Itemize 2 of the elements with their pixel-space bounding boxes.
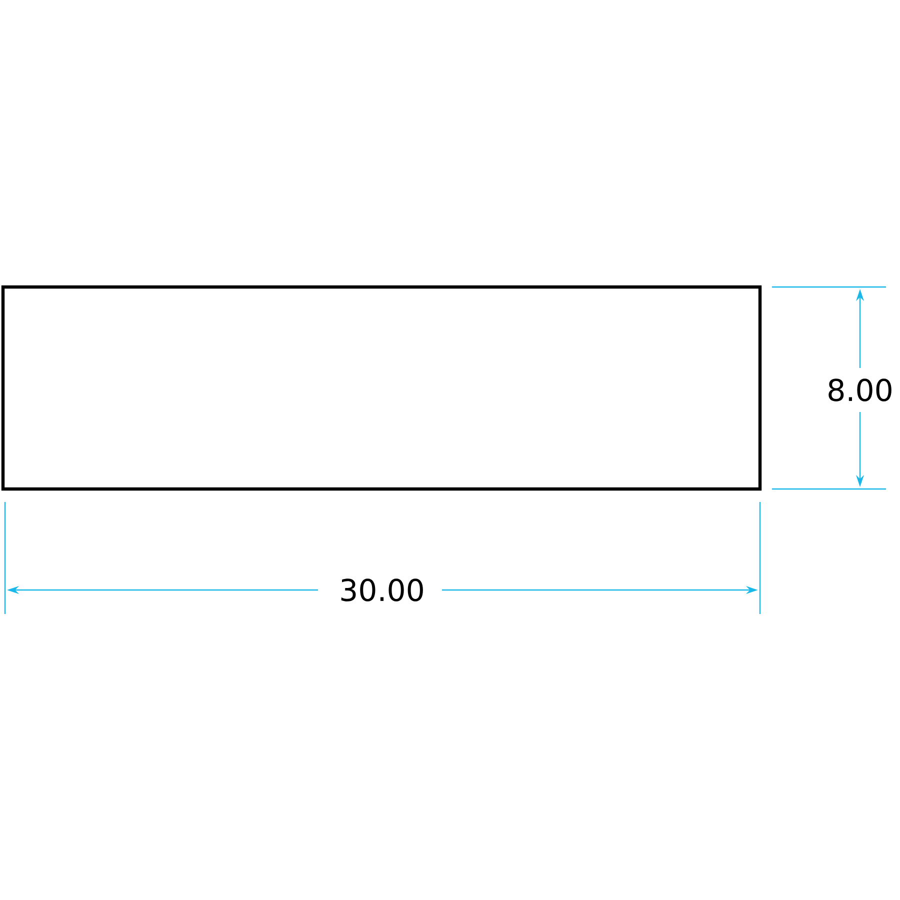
dimension-text: 30.00 (341, 578, 423, 602)
dimension-text: 8.00 (828, 378, 892, 402)
